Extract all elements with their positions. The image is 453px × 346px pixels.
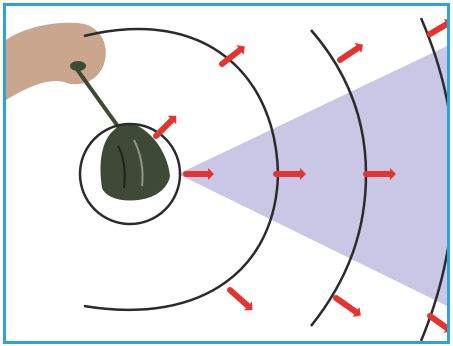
sound-cone — [178, 46, 447, 306]
diagram-frame — [3, 3, 450, 344]
bell-handle-knob — [70, 61, 86, 71]
arrow-arc3-lower — [430, 316, 447, 328]
arrow-arc3-upper — [430, 24, 447, 34]
arrow-ring-upper — [156, 120, 172, 136]
arrow-arc1-lower — [230, 290, 248, 306]
arrow-arc2-upper — [340, 48, 358, 60]
bell-handle — [76, 68, 122, 132]
sound-wave-diagram — [6, 6, 447, 341]
arrow-arc2-lower — [336, 298, 356, 312]
